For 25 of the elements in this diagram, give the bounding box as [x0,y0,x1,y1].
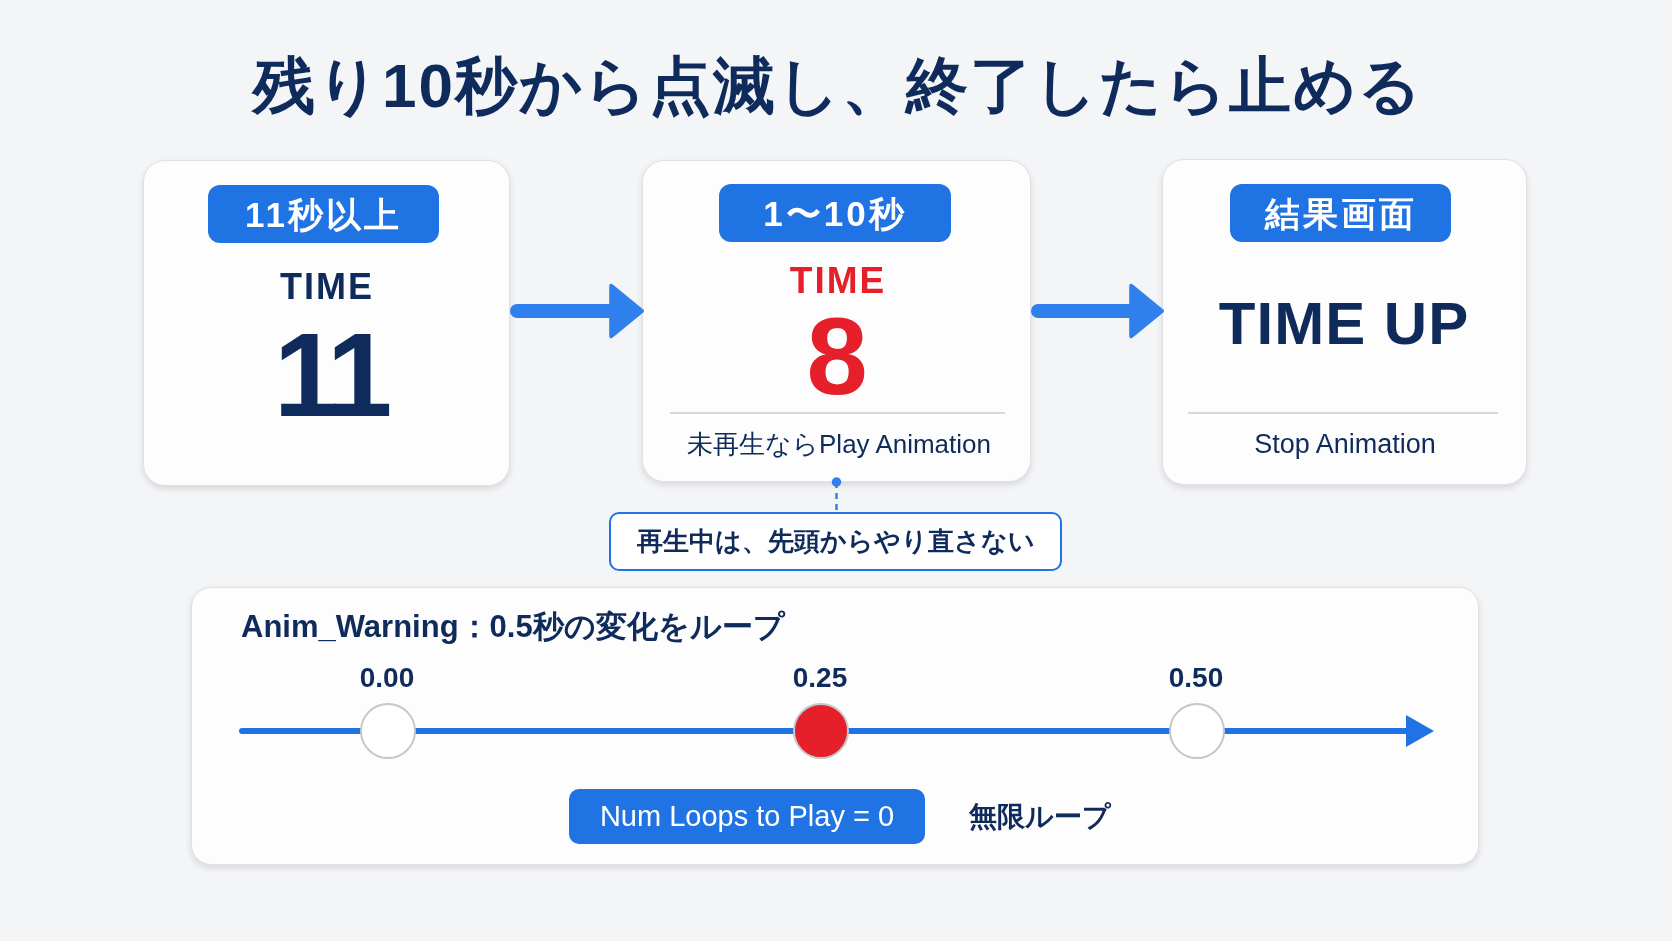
time-label: TIME [280,269,374,305]
tick-label: 0.00 [359,664,415,692]
tick-label: 0.50 [1168,664,1224,692]
state-card [143,160,510,486]
setting-badge: Num Loops to Play = 0 [569,789,925,844]
time-label: TIME [789,261,887,299]
state-card [642,160,1031,482]
arrow [510,283,644,339]
arrow [1031,283,1164,339]
action-text: 未再生ならPlay Animation [687,431,991,457]
panel-heading: Anim_Warning：0.5秒の変化をループ [241,610,785,642]
time-value: 8 [806,301,868,411]
state-card [1162,159,1527,485]
leader-line [831,477,842,512]
range-badge: 1〜10秒 [719,184,951,242]
screen-badge: 結果画面 [1230,184,1451,242]
annotation-text: 無限ループ [969,803,1111,831]
time-value: 11 [273,316,387,434]
animation-panel [191,587,1479,865]
action-text: Stop Animation [1254,430,1436,458]
status-text: TIME UP [1218,294,1470,354]
tick-label: 0.25 [792,664,848,692]
title: 残り10秒から点滅し、終了したら止める [253,55,1423,117]
callout-box: 再生中は、先頭からやり直さない [609,512,1062,571]
range-badge: 11秒以上 [208,185,439,243]
